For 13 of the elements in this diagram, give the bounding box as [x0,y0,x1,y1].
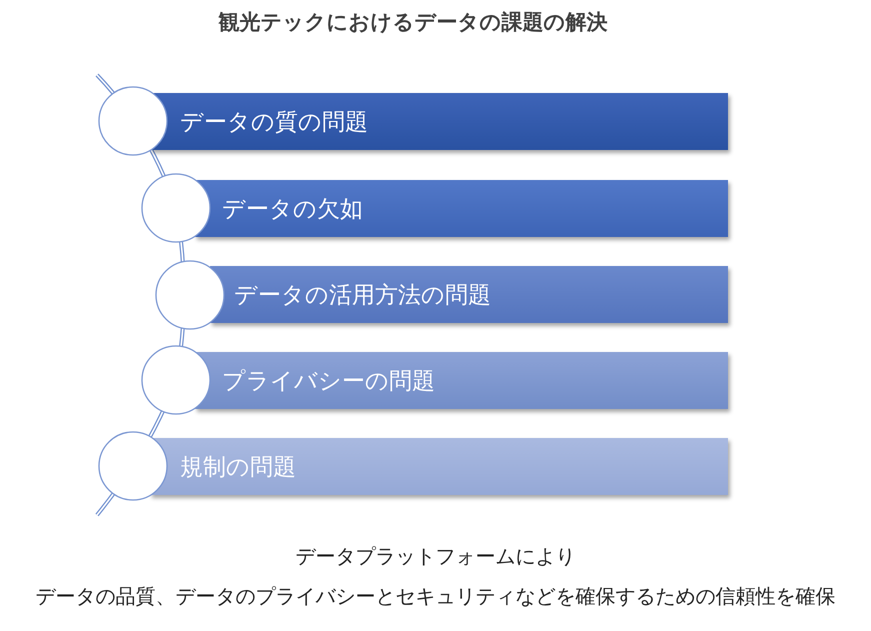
caption-text: データの品質、データのプライバシーとセキュリティなどを確保するための信頼性を確保 [36,584,836,608]
list-bar [150,93,728,150]
caption-text: データプラットフォームにより [296,544,576,568]
title: 観光テックにおけるデータの課題の解決 [218,10,608,34]
bar-label: プライバシーの問題 [222,367,435,396]
list-bar [195,352,728,409]
bar-label: データの欠如 [222,195,363,224]
bar-label: 規制の問題 [180,453,296,482]
list-bar [210,266,728,323]
list-bar [195,180,728,237]
bar-label: データの質の問題 [180,108,368,137]
bar-label: データの活用方法の問題 [234,281,491,310]
list-bar [150,438,728,495]
